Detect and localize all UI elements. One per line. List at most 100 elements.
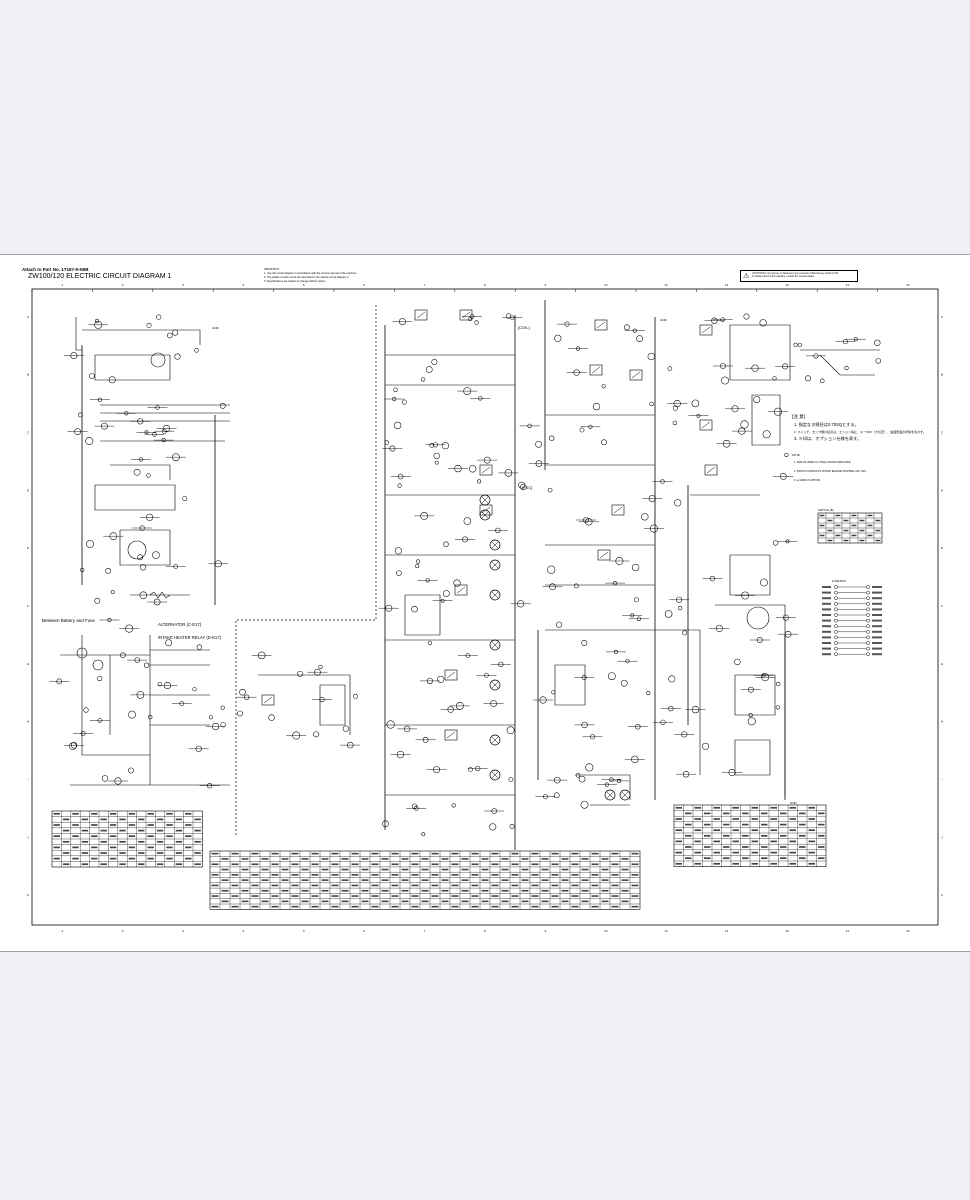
relay-symbol [589, 364, 603, 376]
table-cell-text [551, 905, 559, 908]
table-cell-text [742, 857, 749, 860]
connector-node [437, 675, 445, 683]
table-cell-text [732, 818, 739, 820]
table-cell-text [53, 857, 60, 860]
table-cell-text [251, 895, 259, 897]
fuse-rating [872, 625, 882, 628]
connector-node [509, 824, 515, 829]
connector-node [434, 460, 439, 465]
connector-node [77, 412, 83, 418]
table-cell-text [421, 889, 429, 892]
table-cell-text [571, 863, 579, 866]
table-cell-text [351, 863, 359, 866]
table-cell-text [311, 874, 319, 876]
row-ruler-label: G [941, 662, 944, 666]
table-cell-text [819, 524, 825, 527]
connector-node [468, 465, 477, 473]
table-cell-text [128, 812, 136, 815]
row-ruler-label: C [941, 431, 944, 435]
fuse-terminal [834, 652, 838, 657]
table-cell-text [571, 874, 579, 876]
coil-section-label: [COIL] [518, 325, 530, 330]
table-cell-text [156, 840, 164, 843]
table-cell-text [591, 863, 599, 866]
jp-note-line: 2. スイッチ、センサ類の接点は、エンジン停止、キーOFF（大気圧）、油温低温の… [794, 429, 926, 434]
connector-node [702, 742, 709, 750]
connector-node [88, 373, 95, 379]
fuse-terminal [834, 635, 838, 640]
connector-node [137, 554, 144, 561]
lamp-symbol [489, 559, 501, 571]
fuse-terminal [866, 618, 870, 623]
table-cell-text [81, 840, 89, 843]
fuse-terminal [834, 629, 838, 634]
table-cell-text [491, 863, 499, 866]
connector-node [784, 452, 789, 457]
table-cell-text [761, 857, 768, 860]
relay-contact [461, 311, 471, 319]
table-cell-text [531, 884, 539, 887]
relay-contact [701, 421, 711, 429]
connector-node [474, 320, 479, 325]
table-cell-text [723, 823, 730, 826]
table-cell-text [451, 874, 459, 876]
connector-node [152, 551, 160, 559]
connector-node [585, 763, 594, 772]
table-cell-text [109, 812, 117, 815]
table-cell-text [175, 840, 183, 843]
connector-node [105, 567, 112, 574]
table-cell-text [451, 852, 459, 855]
table-cell-text [601, 879, 609, 881]
connector-node [556, 621, 563, 628]
table-cell-text [371, 852, 379, 855]
column-ruler-label: 1 [61, 283, 63, 287]
table-cell-text [371, 895, 379, 897]
wire-color-table-bottom [209, 850, 641, 910]
table-cell-text [621, 858, 629, 860]
table-cell-text [761, 834, 768, 837]
table-cell-text [742, 812, 749, 815]
table-cell-text [138, 863, 145, 866]
table-cell-text [818, 812, 825, 815]
table-cell-text [441, 900, 449, 903]
table-cell-text [704, 846, 711, 848]
lamp-symbol [489, 679, 501, 691]
fuse-rating [872, 619, 882, 622]
table-cell-text [391, 852, 399, 855]
fuse-rating [872, 636, 882, 639]
connector-node [386, 720, 395, 729]
column-ruler-label: 2 [122, 929, 124, 933]
connector-node [192, 687, 197, 692]
row-ruler-label: J [941, 835, 943, 839]
table-cell-text [291, 863, 299, 866]
table-cell-text [451, 905, 459, 908]
table-cell-text [451, 895, 459, 897]
fuse-number [822, 619, 831, 622]
table-cell-text [156, 829, 164, 832]
table-cell-text [331, 905, 339, 908]
table-cell-text [100, 840, 107, 843]
table-cell-text [401, 868, 409, 871]
table-cell-text [311, 852, 319, 855]
column-ruler-label: 14 [846, 283, 850, 287]
relay-contact [446, 671, 456, 679]
table-cell-text [341, 858, 349, 860]
table-cell-text [685, 846, 692, 848]
table-cell-text [291, 895, 299, 897]
fuse-number [822, 597, 831, 600]
relay-contact [456, 586, 466, 594]
table-cell-text [391, 895, 399, 897]
table-cell-text [381, 868, 389, 871]
table-cell-text [780, 857, 787, 860]
table-cell-text [281, 879, 289, 881]
fuse-number [822, 636, 831, 639]
column-ruler-label: 13 [785, 283, 789, 287]
relay-symbol [597, 549, 611, 561]
table-cell-text [271, 863, 279, 866]
table-cell-text [401, 879, 409, 881]
table-cell-text [156, 852, 164, 854]
table-cell-text [704, 812, 711, 815]
fuse-terminal [866, 613, 870, 617]
connector-node [433, 452, 440, 460]
table-cell-text [611, 874, 619, 876]
